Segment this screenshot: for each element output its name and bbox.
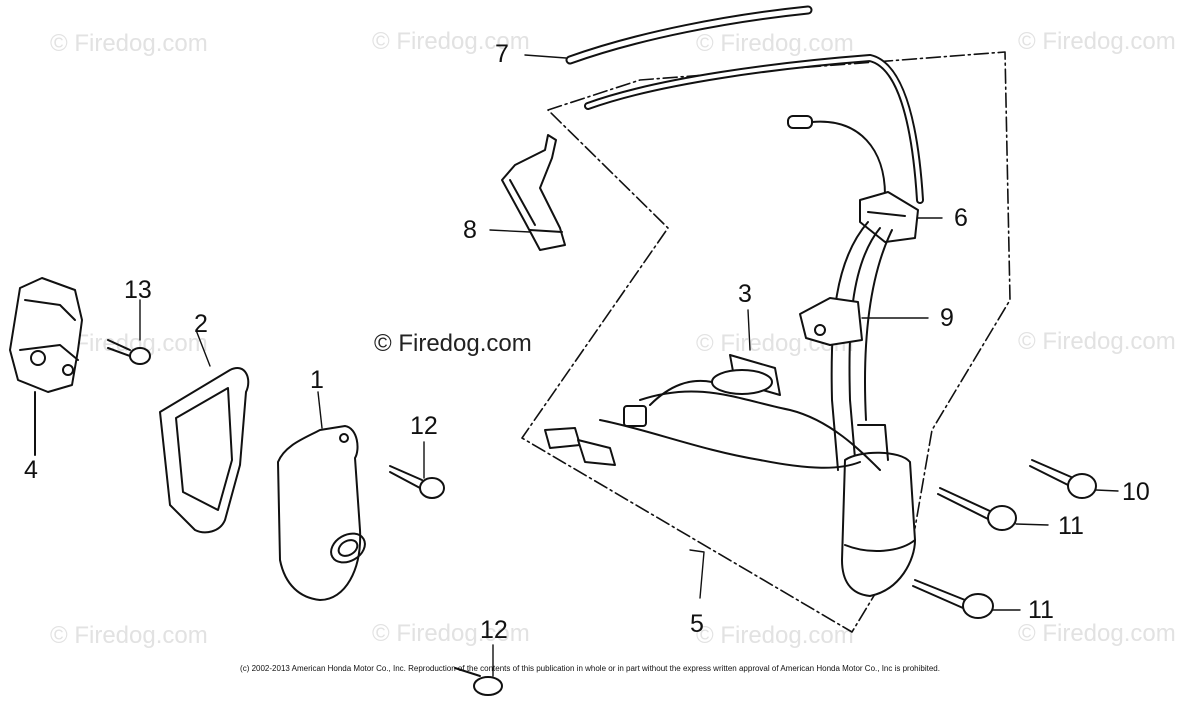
leader-7 xyxy=(524,54,567,59)
bolt-part-11-lower xyxy=(912,579,1021,619)
leader-3 xyxy=(747,309,751,351)
watermark: © Firedog.com xyxy=(372,28,530,55)
watermark: © Firedog.com xyxy=(696,622,854,649)
callout-7: 7 xyxy=(495,40,509,68)
callout-8: 8 xyxy=(463,216,477,244)
watermark: © Firedog.com xyxy=(50,30,208,57)
coil-wire xyxy=(811,120,886,196)
watermark: © Firedog.com xyxy=(1018,328,1176,355)
ignition-coil-part-5 xyxy=(599,390,916,597)
screw-part-12 xyxy=(389,441,445,499)
callout-6: 6 xyxy=(954,204,968,232)
cover-part-1 xyxy=(277,391,366,601)
callout-13: 13 xyxy=(124,276,152,304)
clamp-part-6 xyxy=(859,191,919,243)
leader-8 xyxy=(489,229,531,233)
bolt-part-11-upper xyxy=(937,487,1049,531)
screw-part-13 xyxy=(107,299,151,365)
watermark: © Firedog.com xyxy=(50,622,208,649)
callout-11-upper: 11 xyxy=(1058,512,1084,540)
callout-3: 3 xyxy=(738,280,752,308)
tube-part-7 xyxy=(565,5,924,204)
callout-11-lower: 11 xyxy=(1028,596,1054,624)
watermark: © Firedog.com xyxy=(696,30,854,57)
leader-5 xyxy=(689,549,705,599)
wire-terminal xyxy=(787,115,813,129)
watermark: © Firedog.com xyxy=(372,620,530,647)
assembly-outline xyxy=(521,51,1011,633)
bolt-part-10 xyxy=(1029,459,1119,499)
watermark: © Firedog.com xyxy=(1018,28,1176,55)
copyright-footer: (c) 2002-2013 American Honda Motor Co., … xyxy=(240,664,940,673)
callout-4: 4 xyxy=(24,456,38,484)
lever-part-8 xyxy=(501,134,566,251)
screw-part-12-lower xyxy=(454,644,503,696)
callout-10: 10 xyxy=(1122,478,1150,506)
watermark: © Firedog.com xyxy=(1018,620,1176,647)
terminal-connector xyxy=(544,427,581,449)
callout-12: 12 xyxy=(410,412,438,440)
callout-2: 2 xyxy=(194,310,208,338)
breaker-part-4 xyxy=(9,277,83,456)
callout-9: 9 xyxy=(940,304,954,332)
callout-1: 1 xyxy=(310,366,324,394)
callout-12-lower: 12 xyxy=(480,616,508,644)
callout-5: 5 xyxy=(690,610,704,638)
watermark-center: © Firedog.com xyxy=(374,330,532,357)
gasket-part-2 xyxy=(159,329,250,534)
condenser-part-3 xyxy=(649,354,781,406)
clamp-part-9 xyxy=(799,297,863,346)
